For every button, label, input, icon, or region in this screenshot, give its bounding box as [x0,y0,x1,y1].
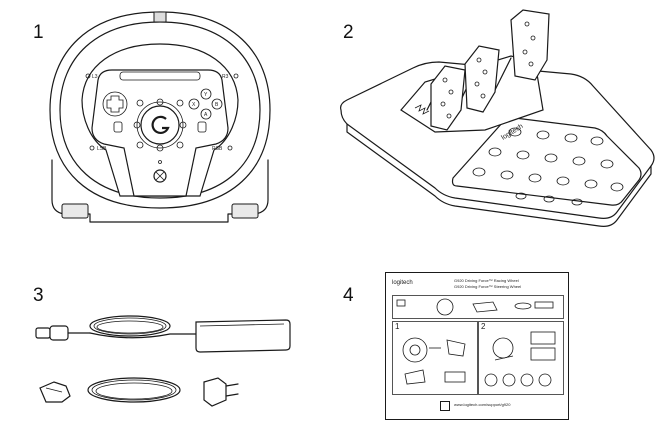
guide-footer: www.logitech.com/support/g920 [392,397,562,415]
panel-1: 1 Y X B A [0,0,335,230]
button-a-label: A [204,112,208,118]
pedal-brake [464,45,500,113]
steering-wheel-illustration: Y X B A L3 R3 LSB RSB [49,11,271,223]
guide-footer-icon [440,401,450,411]
grip-dots [472,127,624,206]
panel-number-1: 1 [33,22,44,43]
guide-step-2: 2 [478,321,564,395]
guide-footer-url: www.logitech.com/support/g920 [454,402,511,407]
guide-title-line1: G920 Driving Force™ Racing Wheel [454,278,519,283]
button-x-label: X [192,102,196,108]
panel-number-4: 4 [343,285,354,306]
rsb-label: RSB [212,146,223,152]
button-b-label: B [215,102,219,108]
guide-step-1: 1 [392,321,478,395]
pedal-accelerator [510,9,550,81]
guide-step-2-number: 2 [481,322,486,331]
guide-step-1-number: 1 [395,322,400,331]
l3-label: L3 [92,74,98,80]
r3-label: R3 [222,74,229,80]
panel-4: 4 logitech G920 Driving Force™ Racing Wh… [335,230,670,441]
lsb-label: LSB [97,146,107,152]
pedal-clutch [430,65,466,131]
step-2-diagram [484,331,556,387]
pedals-illustration: logitech [340,9,655,227]
panel-number-3: 3 [33,285,44,306]
panel-number-2: 2 [343,22,354,43]
step-1-diagram [402,337,466,385]
panel-3: 3 [0,230,335,441]
quick-start-guide: logitech G920 Driving Force™ Racing Whee… [385,272,569,420]
guide-header: logitech G920 Driving Force™ Racing Whee… [392,278,562,292]
guide-contents-box [392,295,564,319]
guide-title-line2: G920 Driving Force™ Steering Wheel [454,284,522,289]
guide-brand: logitech [392,280,413,286]
power-adapter-illustration [35,315,291,407]
button-y-label: Y [204,92,208,98]
panel-2: 2 logitech [335,0,670,230]
contents-thumbnails [396,298,554,316]
